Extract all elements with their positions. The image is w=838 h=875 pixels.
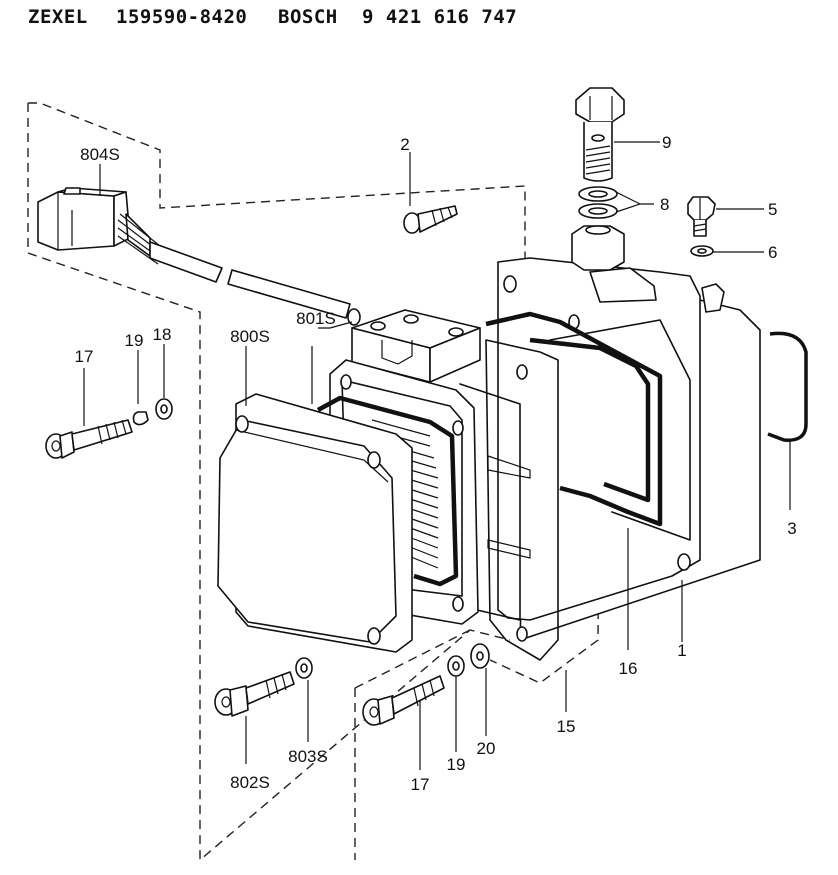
- plug-screw: [687, 196, 716, 237]
- washer-part-6: [690, 245, 714, 257]
- part-number-zexel: 159590-8420: [116, 6, 248, 28]
- bolt-lower: [362, 643, 490, 726]
- gasket-part-16: [485, 311, 663, 527]
- callout-2: 2: [400, 135, 409, 154]
- callout-801S: 801S: [296, 309, 336, 328]
- banjo-bolt: [575, 87, 625, 182]
- seal-washers: [578, 186, 618, 219]
- callout-17-upper: 17: [75, 347, 94, 366]
- housing: [459, 257, 761, 661]
- callout-802S: 802S: [230, 773, 270, 792]
- callout-19-upper: 19: [125, 331, 144, 350]
- leader-lines: [83, 141, 791, 770]
- brand-bosch: BOSCH: [278, 6, 338, 28]
- connector-harness: [37, 187, 361, 326]
- part-number-bosch: 9 421 616 747: [362, 6, 518, 28]
- callout-labels: 2 9 8 5 6 804S 801S 800S 17 19 18 3 16 1…: [75, 133, 797, 794]
- callout-6: 6: [768, 243, 777, 262]
- callout-5: 5: [768, 200, 777, 219]
- inlet-fitting: [571, 225, 657, 303]
- callout-804S: 804S: [80, 145, 120, 164]
- callout-16: 16: [619, 659, 638, 678]
- callout-20: 20: [477, 739, 496, 758]
- callout-17-lower: 17: [411, 775, 430, 794]
- callout-19-lower: 19: [447, 755, 466, 774]
- callout-18: 18: [153, 325, 172, 344]
- screw-part-2: [403, 205, 458, 234]
- callout-1: 1: [677, 641, 686, 660]
- callout-3: 3: [787, 519, 796, 538]
- valve-block: [351, 309, 481, 383]
- callout-803S: 803S: [288, 747, 328, 766]
- side-fitting: [701, 283, 725, 313]
- callout-9: 9: [662, 133, 671, 152]
- bolt-802S: [214, 657, 313, 717]
- callout-800S: 800S: [230, 327, 270, 346]
- brand-zexel: ZEXEL: [28, 6, 88, 28]
- oring-part-3: [767, 331, 808, 442]
- bolt-upper-left: [45, 398, 173, 459]
- callout-15: 15: [557, 717, 576, 736]
- cover-plate: [217, 393, 413, 653]
- callout-8: 8: [660, 195, 669, 214]
